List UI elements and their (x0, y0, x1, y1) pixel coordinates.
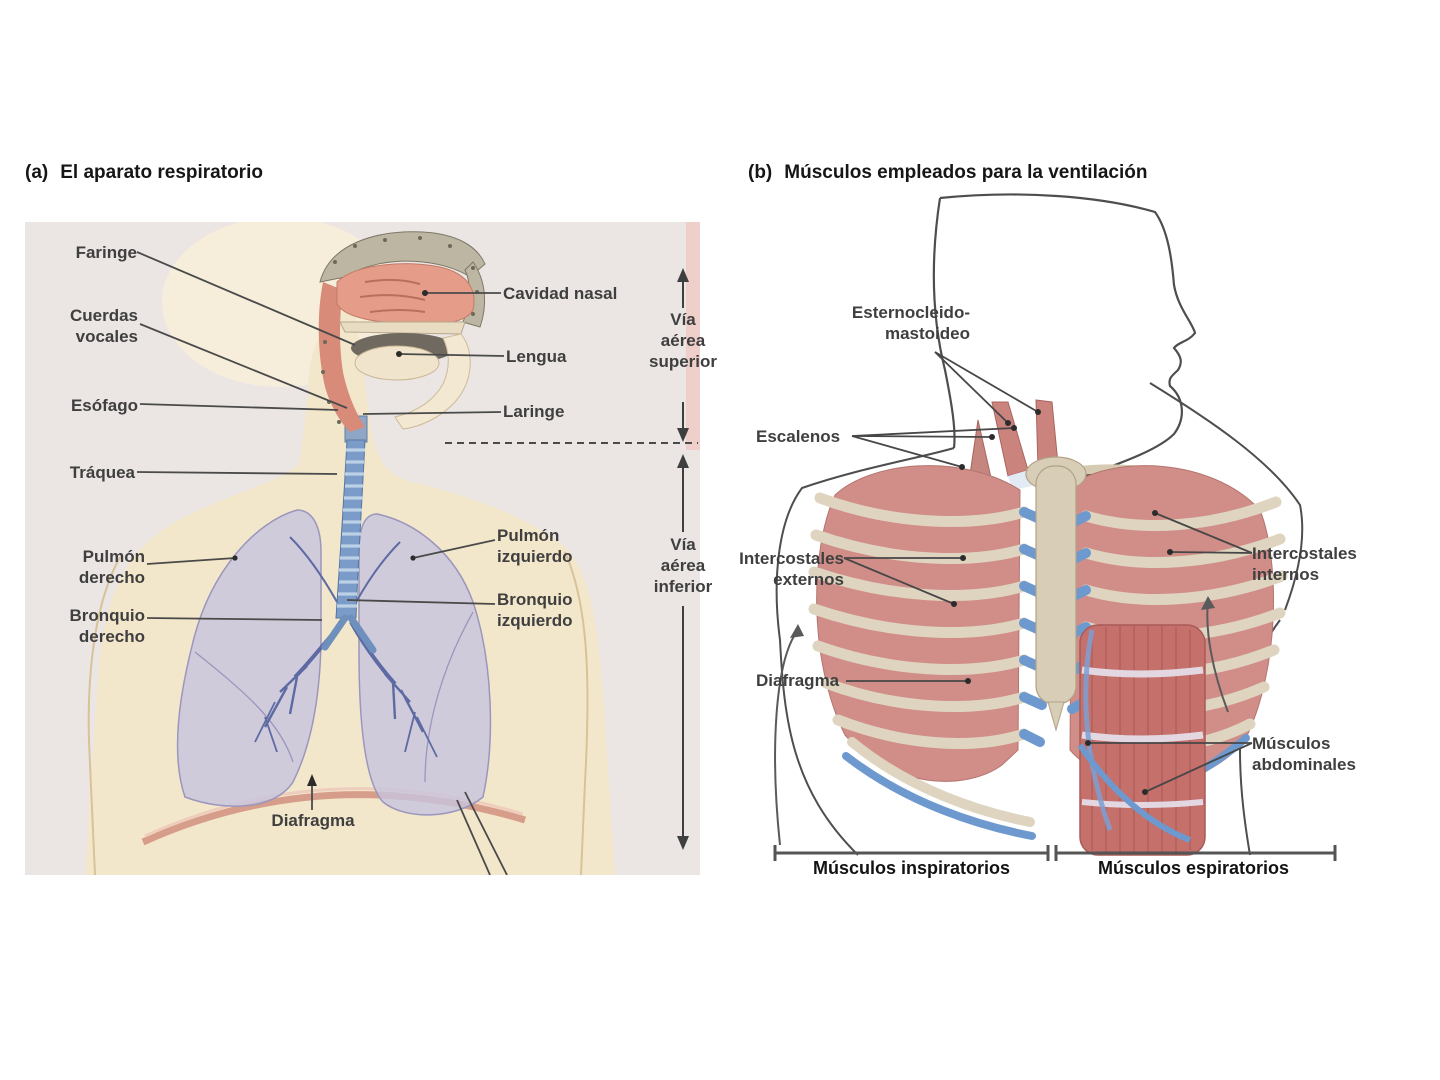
label-musculos-inspiratorios: Músculos inspiratorios (812, 858, 1011, 878)
motion-arrowheads (790, 596, 1215, 638)
bronchial-tree (254, 536, 438, 758)
label-esofago: Esófago (70, 396, 138, 415)
lungs (176, 509, 492, 816)
muscle-group-brackets (773, 845, 1337, 861)
airway-arrowheads (677, 268, 689, 850)
panel-b-illustration (773, 193, 1337, 861)
label-lengua: Lengua (506, 347, 567, 366)
label-pulmon-derecho: Pulmón derecho (78, 547, 145, 588)
label-bronquio-derecho: Bronquio derecho (69, 606, 145, 647)
label-pulmon-izquierdo: Pulmón izquierdo (497, 526, 573, 567)
label-via-aerea-inferior: Vía aérea inferior (653, 535, 713, 597)
head-cross-section (318, 231, 486, 432)
trachea-rings (337, 448, 365, 608)
label-cavidad-nasal: Cavidad nasal (503, 284, 618, 303)
right-lung-shape (176, 509, 322, 807)
label-esternocleidomastoideo: Esternocleido-mastoideo (851, 303, 970, 344)
panel-b-letter: (b) (748, 162, 773, 183)
motion-arrows (774, 601, 1229, 846)
abdominal-muscles (1077, 624, 1206, 856)
panel-a-title-text: El aparato respiratorio (60, 162, 263, 183)
panel-a-title: (a) El aparato respiratorio (25, 162, 263, 185)
panel-a-letter: (a) (25, 162, 49, 183)
label-diafragma-b: Diafragma (756, 671, 840, 690)
label-musculos-espiratorios: Músculos espiratorios (1097, 858, 1290, 878)
label-laringe: Laringe (503, 402, 565, 421)
panel-b-leader-dots (951, 409, 1173, 795)
label-cuerdas-vocales: Cuerdas vocales (69, 306, 138, 347)
sternum (1025, 456, 1087, 732)
ribcage (808, 456, 1288, 840)
label-musculos-abdominales: Músculos abdominales (1252, 734, 1356, 775)
label-traquea: Tráquea (69, 463, 135, 482)
panel-b-leader-lines (843, 351, 1253, 793)
panel-a-leader-lines (136, 251, 508, 875)
panel-b-title-text: Músculos empleados para la ventilación (784, 162, 1148, 183)
panel-a-illustration (25, 222, 700, 875)
label-faringe: Faringe (75, 243, 137, 262)
label-escalenos: Escalenos (756, 427, 841, 446)
head-profile-outline (932, 193, 1197, 491)
label-via-aerea-superior: Vía aérea superior (648, 310, 718, 372)
panel-b-title: (b) Músculos empleados para la ventilació… (748, 162, 1148, 185)
leader-dots (232, 290, 428, 561)
left-lung-shape (358, 513, 492, 816)
label-intercostales-internos: Intercostales internos (1252, 544, 1357, 585)
diafragma-arrowhead (307, 774, 317, 786)
label-diafragma-a: Diafragma (271, 811, 355, 830)
panel-a-edge-strip (686, 222, 700, 450)
label-intercostales-externos: Intercostales externos (739, 549, 844, 590)
label-bronquio-izquierdo: Bronquio izquierdo (497, 590, 573, 631)
